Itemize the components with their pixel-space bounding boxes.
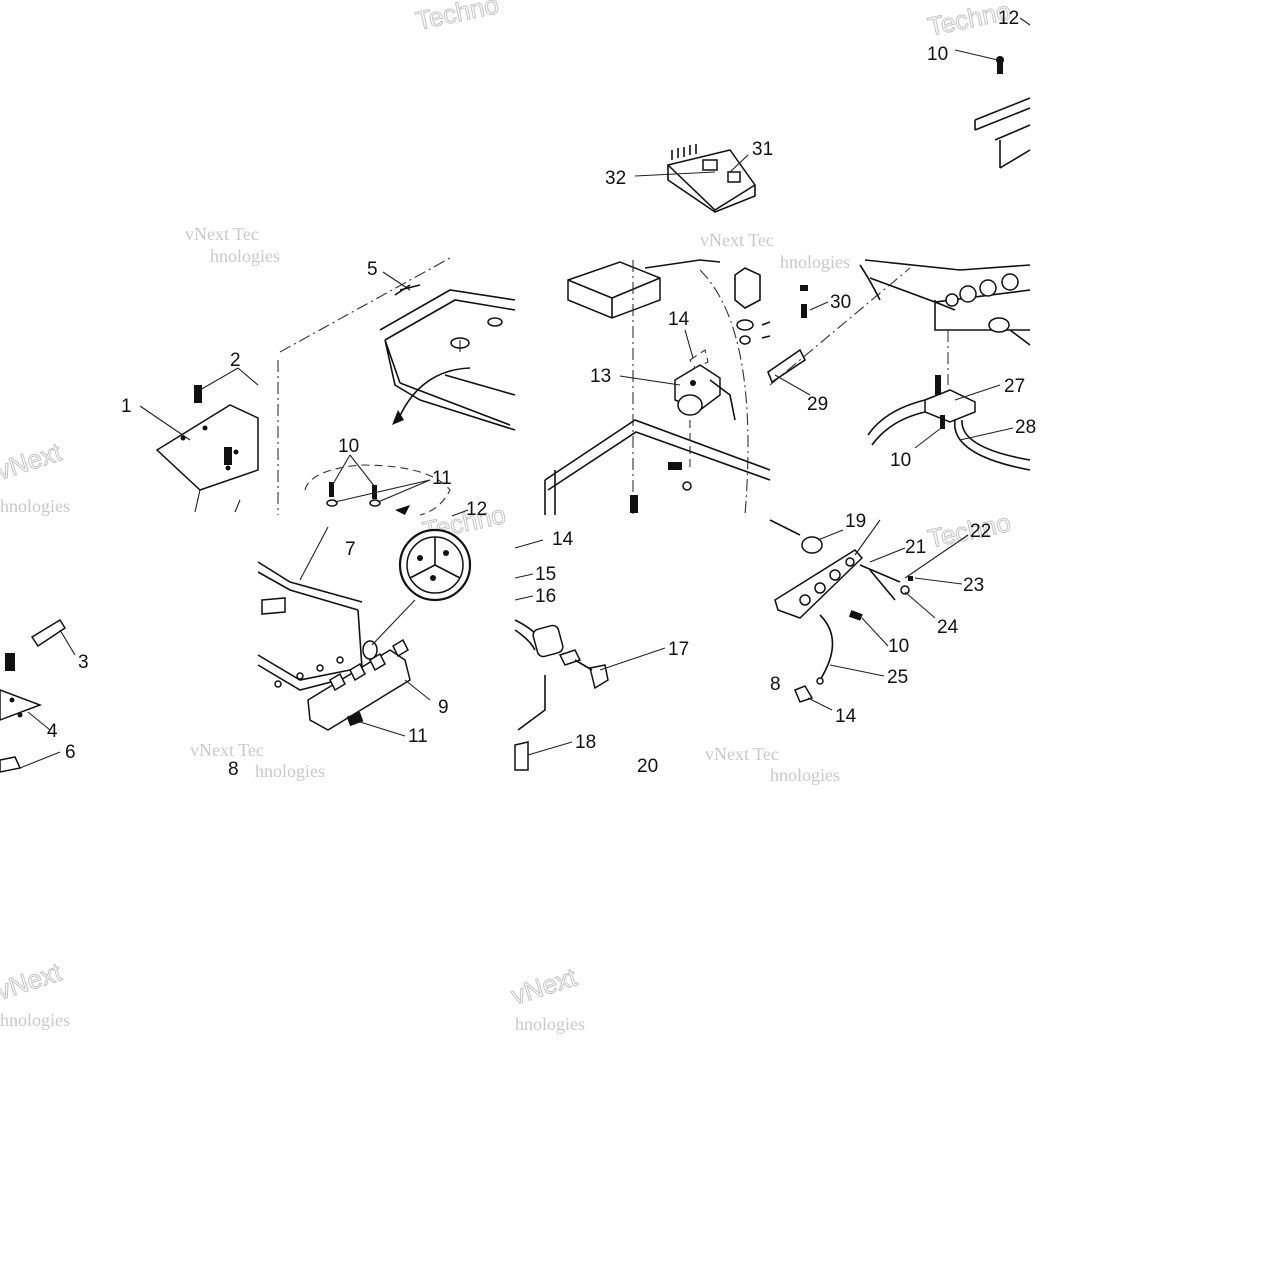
watermark-logo: vNext: [508, 961, 581, 1010]
callout-9: 9: [438, 697, 449, 718]
watermark-text: hnologies: [515, 1014, 585, 1034]
callout-8: 8: [770, 674, 781, 695]
watermark-text: vNext Tec: [185, 224, 259, 244]
switch-housing-right: [767, 259, 1031, 471]
watermark-text: hnologies: [0, 1010, 70, 1030]
relay-module: [666, 144, 757, 213]
callout-10: 10: [338, 436, 359, 457]
callout-26: 25: [887, 667, 908, 688]
watermark-text: hnologies: [0, 496, 70, 516]
callout-17: 16: [535, 586, 556, 607]
callout-12: 12: [466, 499, 487, 520]
leader-lines: [19, 17, 1031, 769]
callout-31: 31: [752, 139, 773, 160]
part-drawings: [0, 17, 1031, 773]
watermark-logo: vNext: [0, 956, 66, 1005]
callout-15: 14: [552, 529, 574, 550]
watermark-text: vNext Tec: [705, 744, 779, 764]
callout-13: 13: [590, 366, 611, 387]
callout-21: 20: [637, 756, 658, 777]
bracket-top-right: [974, 56, 1031, 169]
callout-23: 22: [970, 521, 991, 542]
mounting-plate-left: [155, 385, 259, 513]
callout-10: 11: [408, 726, 428, 747]
grommet-plate: [769, 519, 913, 703]
callout-29: 29: [807, 394, 828, 415]
callout-11: 12: [998, 8, 1019, 29]
callout-22: 21: [905, 537, 926, 558]
callout-18: 17: [668, 639, 689, 660]
callout-27: 27: [1004, 376, 1025, 397]
callout-3: 3: [78, 652, 89, 673]
control-box: [544, 259, 771, 516]
callout-16: 15: [535, 564, 556, 585]
callout-32: 32: [605, 168, 626, 189]
callout-30: 30: [830, 292, 851, 313]
solenoid: [514, 619, 609, 771]
callout-25: 24: [937, 617, 959, 638]
watermark-text: hnologies: [255, 761, 325, 781]
fuse-and-plate: [0, 618, 67, 773]
callout-14: 14: [668, 309, 690, 330]
watermark-text: hnologies: [210, 246, 280, 266]
box-cover: [277, 257, 516, 515]
callout-24: 23: [963, 575, 984, 596]
callout-labels: 12 10 31 32 5 2 1 14 13 30 29 27 28 10 1…: [47, 8, 1036, 780]
callout-14: 14: [835, 706, 857, 727]
callout-10: 10: [888, 636, 909, 657]
callout-1: 1: [121, 396, 132, 417]
callout-11: 11: [432, 468, 452, 489]
callout-2: 2: [230, 350, 241, 371]
callout-19: 18: [575, 732, 596, 753]
watermark-text: vNext Tec: [190, 740, 264, 760]
watermark-text: hnologies: [770, 765, 840, 785]
watermark-brand: Techno: [413, 0, 501, 36]
callout-28: 28: [1015, 417, 1036, 438]
callout-4: 4: [47, 721, 58, 742]
callout-6: 6: [65, 742, 76, 763]
callout-8: 8: [228, 759, 239, 780]
watermark-text: hnologies: [780, 252, 850, 272]
lower-box: [257, 528, 472, 731]
callout-5: 5: [367, 259, 378, 280]
callout-20: 19: [845, 511, 866, 532]
watermark-logo: vNext: [0, 436, 66, 485]
callout-7: 7: [345, 539, 356, 560]
fastener-detail: [304, 464, 451, 516]
callout-10: 10: [927, 44, 948, 65]
callout-10: 10: [890, 450, 911, 471]
watermark-text: vNext Tec: [700, 230, 774, 250]
